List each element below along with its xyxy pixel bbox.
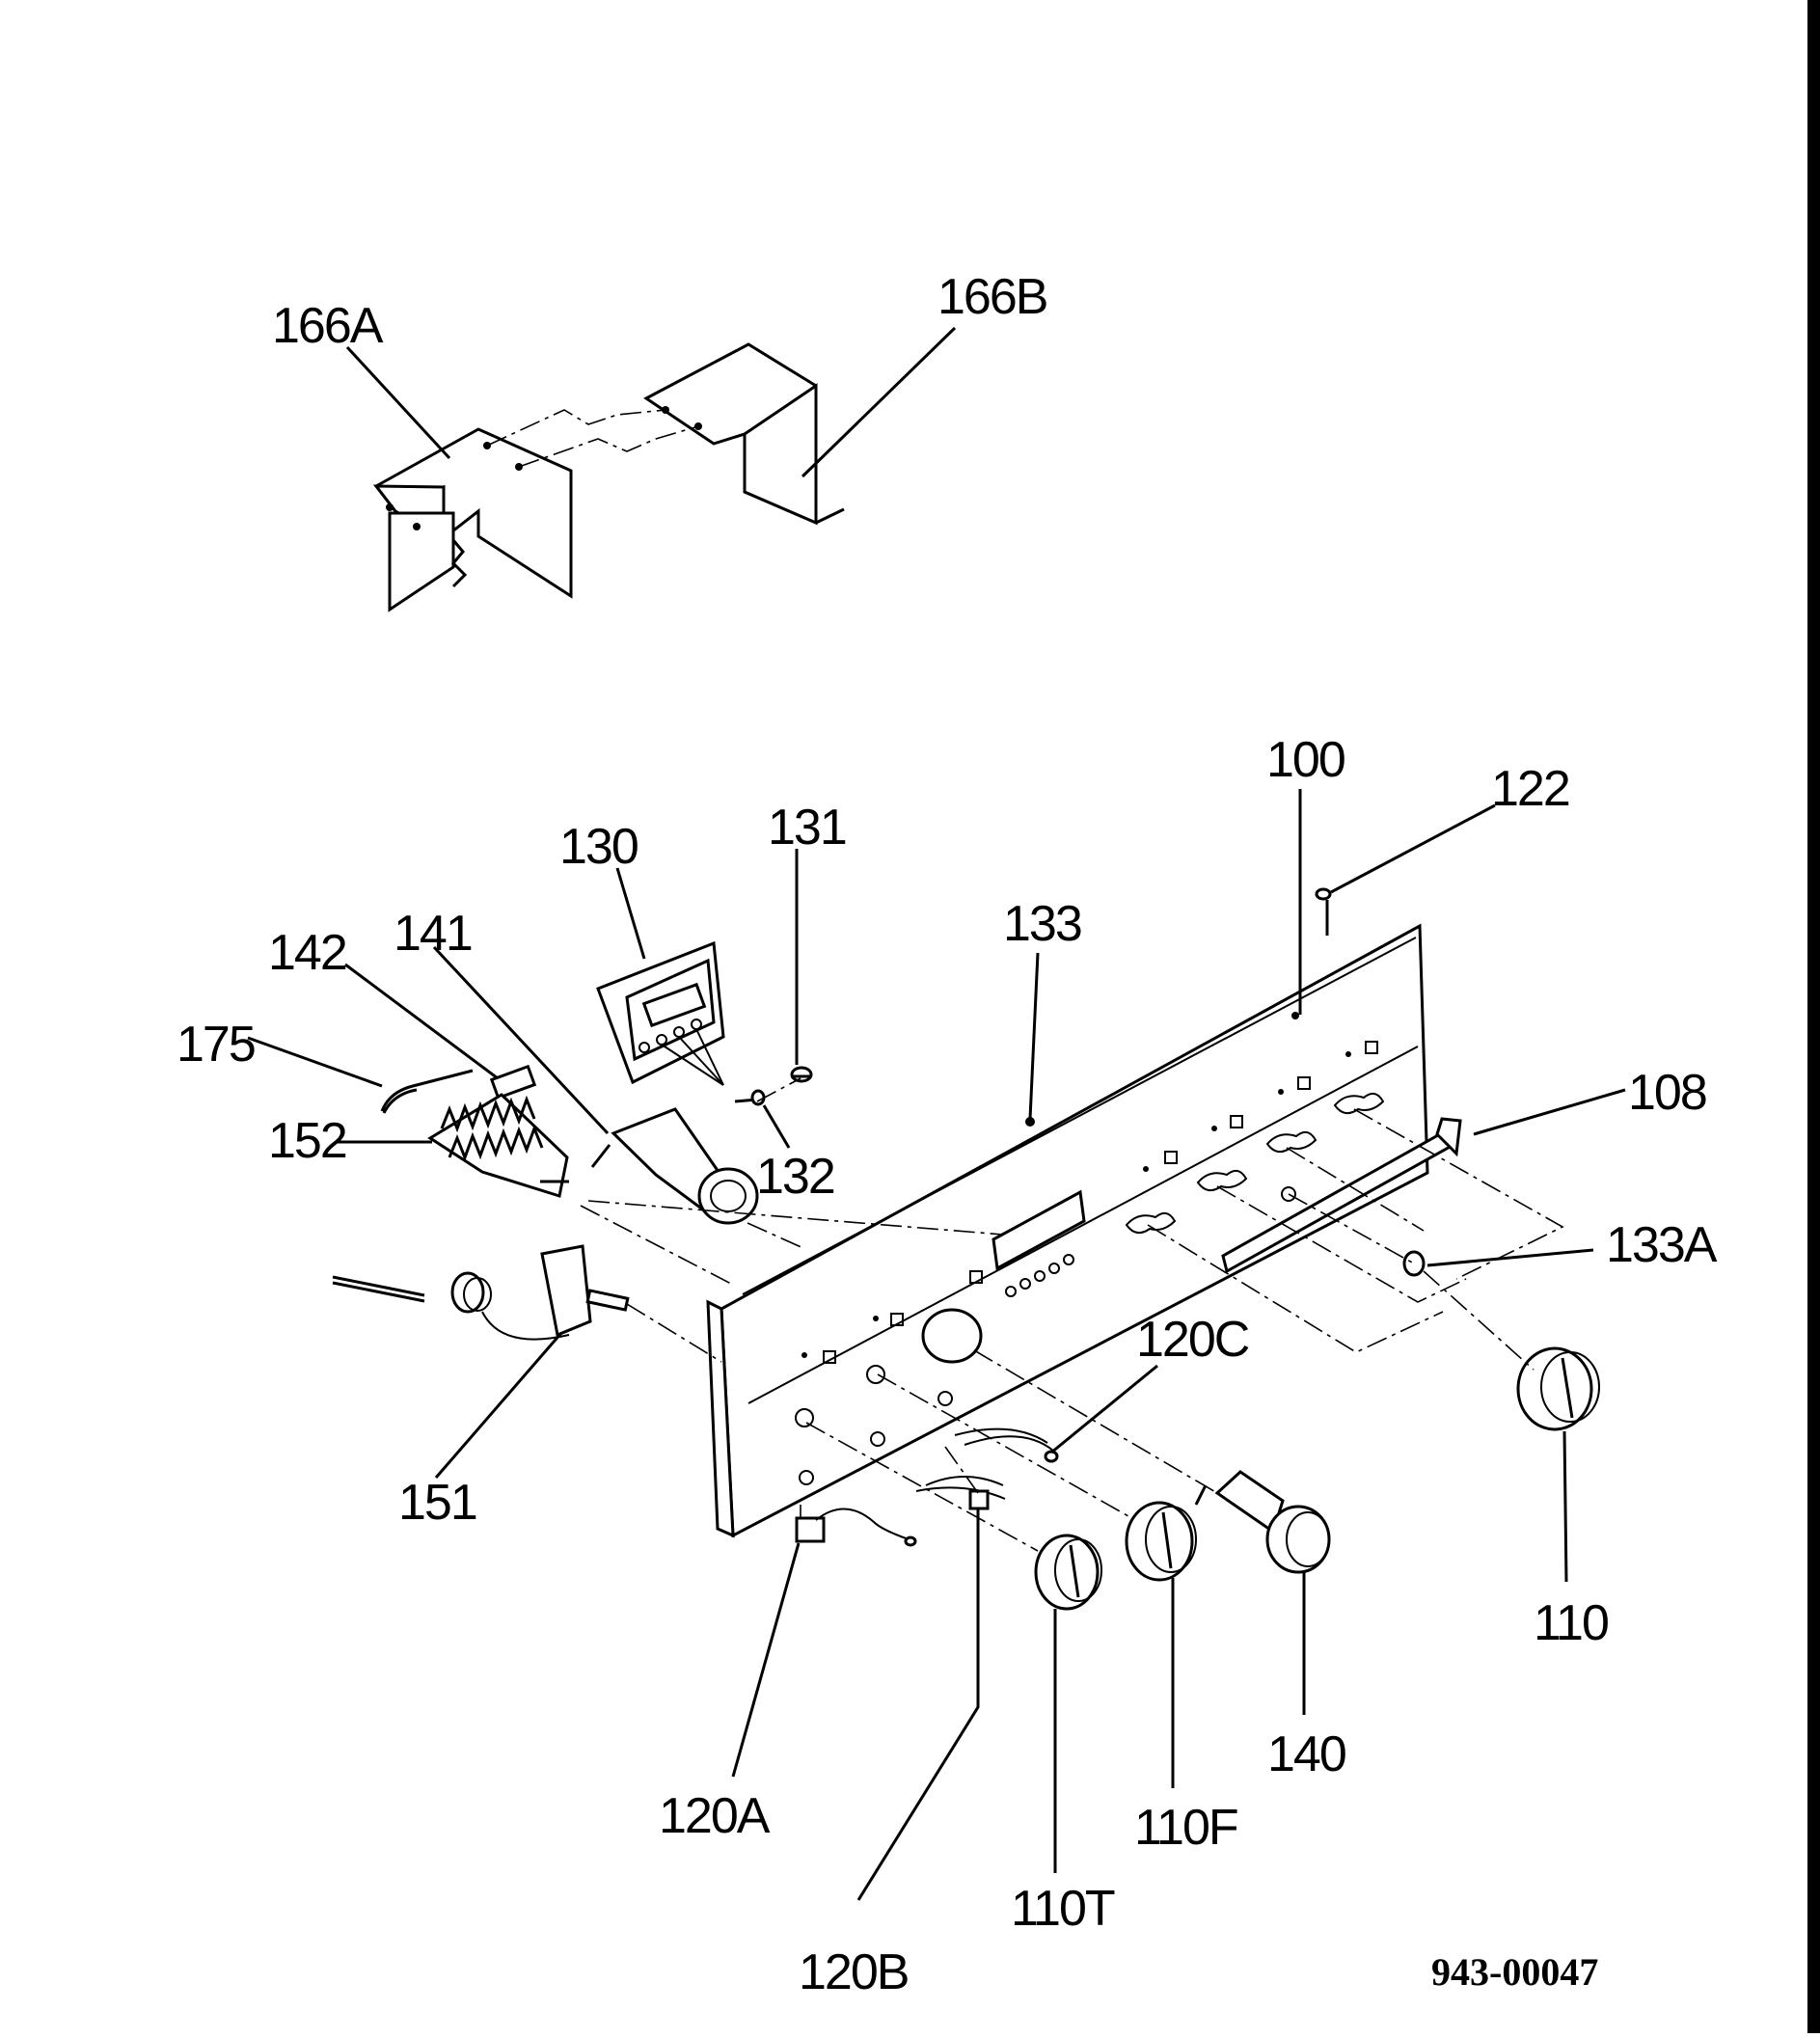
callout-110t: 110T: [1011, 1881, 1115, 1937]
switch-141: [590, 1107, 759, 1225]
callout-133a: 133A: [1606, 1217, 1718, 1273]
callout-166b: 166B: [937, 269, 1046, 325]
switch-120a: [795, 1508, 917, 1547]
callout-133: 133: [1003, 896, 1081, 952]
callout-130: 130: [559, 819, 638, 875]
bracket-166a: [372, 427, 573, 612]
callout-100: 100: [1266, 732, 1345, 788]
screw-122: [1315, 887, 1332, 936]
callout-141: 141: [394, 906, 472, 962]
screw-131: [790, 1066, 813, 1083]
callout-175: 175: [177, 1017, 255, 1073]
wires-120c: [954, 1427, 1059, 1463]
wires-120b: [915, 1476, 1006, 1510]
callout-108: 108: [1628, 1065, 1706, 1121]
timer-130: [596, 940, 725, 1086]
callout-110: 110: [1534, 1595, 1608, 1651]
callout-151: 151: [398, 1475, 476, 1531]
callout-120c: 120C: [1136, 1312, 1249, 1368]
leader-lines: [247, 326, 1626, 1901]
control-panel-100: [706, 923, 1429, 1538]
scan-edge-bar: [1807, 0, 1820, 2033]
callout-labels: 166A 166B 100 122 130 131 133 142 141 17…: [177, 269, 1720, 2000]
terminal-block-152: [427, 1093, 569, 1198]
knob-110t: [1034, 1534, 1102, 1611]
sleeve-142: [489, 1064, 537, 1101]
bracket-166b: [643, 342, 845, 526]
knob-110: [1516, 1346, 1600, 1431]
callout-140: 140: [1267, 1726, 1345, 1782]
callout-120b: 120B: [799, 1944, 908, 2000]
clip-133a: [1402, 1250, 1426, 1277]
knob-110f: [1125, 1501, 1197, 1582]
assembly-lines: [580, 1077, 1564, 1552]
callout-122: 122: [1491, 761, 1569, 817]
callout-120a: 120A: [659, 1788, 771, 1844]
callout-110f: 110F: [1134, 1800, 1237, 1856]
callout-166a: 166A: [272, 298, 384, 354]
knob-140: [1194, 1470, 1331, 1574]
trim-strip-108: [1221, 1117, 1462, 1274]
callout-132: 132: [756, 1149, 834, 1205]
callout-131: 131: [768, 800, 846, 856]
thermostat-151: [332, 1244, 630, 1341]
callout-152: 152: [268, 1113, 346, 1169]
document-number: 943-00047: [1431, 1950, 1598, 1994]
hose-175: [380, 1069, 474, 1112]
screw-132: [734, 1089, 766, 1106]
callout-142: 142: [268, 925, 346, 981]
